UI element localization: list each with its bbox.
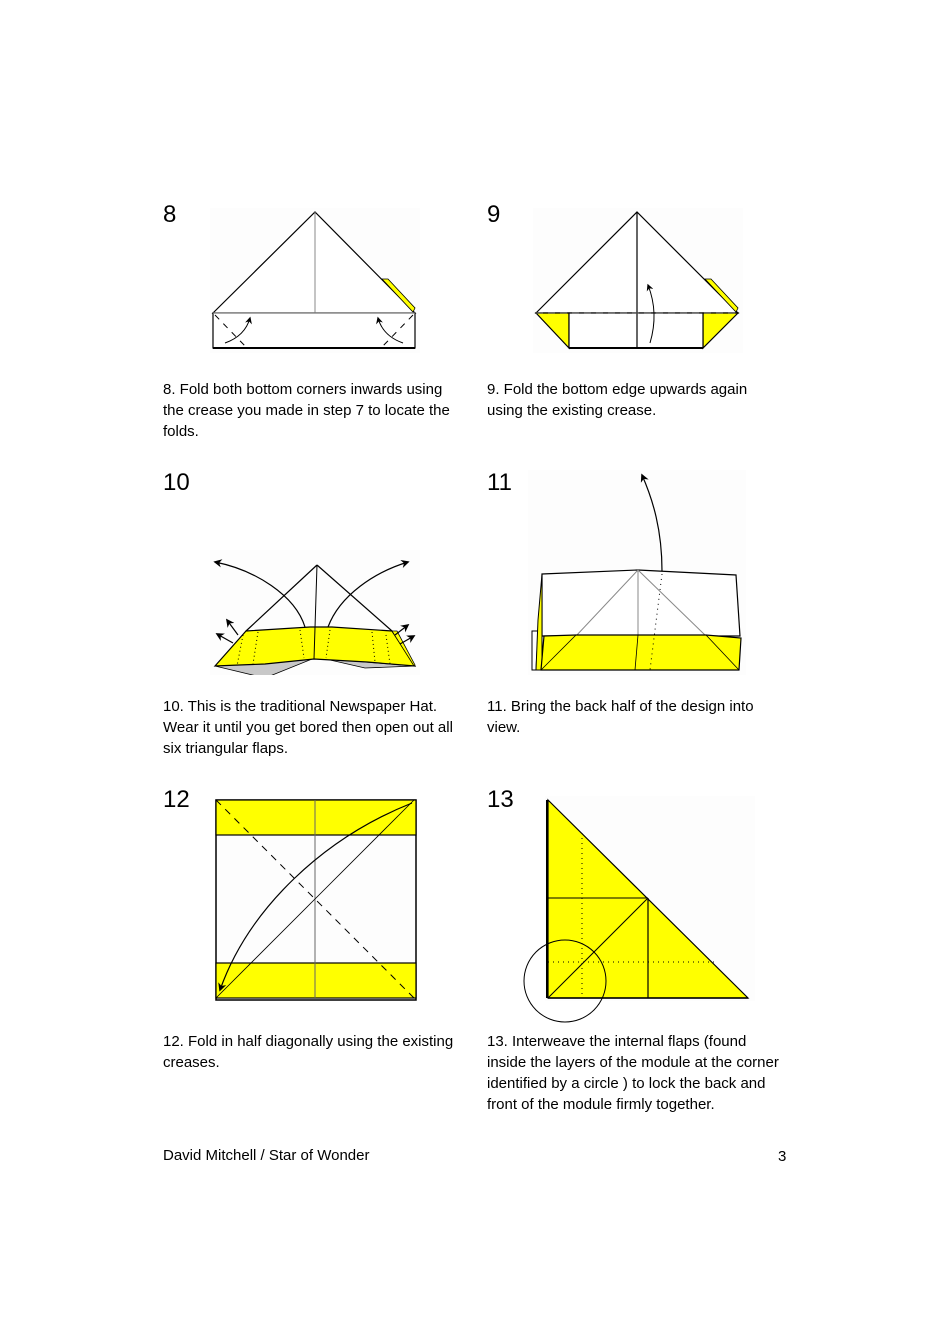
footer-credit: David Mitchell / Star of Wonder [163,1147,370,1164]
step-13-diagram [523,796,755,1023]
step-11-diagram [528,470,746,675]
highlight-circle [523,939,607,1023]
step-8-number: 8 [163,201,177,228]
step-8-caption: 8. Fold both bottom corners inwards usin… [163,381,450,440]
step-13-number: 13 [487,786,514,813]
step-10-diagram [210,550,420,675]
step-9-number: 9 [487,201,501,228]
step-8-diagram [210,208,420,353]
step-9-diagram [533,208,743,353]
page-number: 3 [778,1148,787,1165]
step-11-number: 11 [487,469,512,496]
step-12-diagram [215,799,417,1001]
step-10-caption: 10. This is the traditional Newspaper Ha… [163,698,453,757]
step-12-number: 12 [163,786,190,813]
step-11-caption: 11. Bring the back half of the design in… [487,698,754,736]
step-13-caption: 13. Interweave the internal flaps (found… [487,1033,779,1113]
step-10-number: 10 [163,469,190,496]
step-12-caption: 12. Fold in half diagonally using the ex… [163,1033,454,1071]
step-9-caption: 9. Fold the bottom edge upwards again us… [487,381,748,419]
